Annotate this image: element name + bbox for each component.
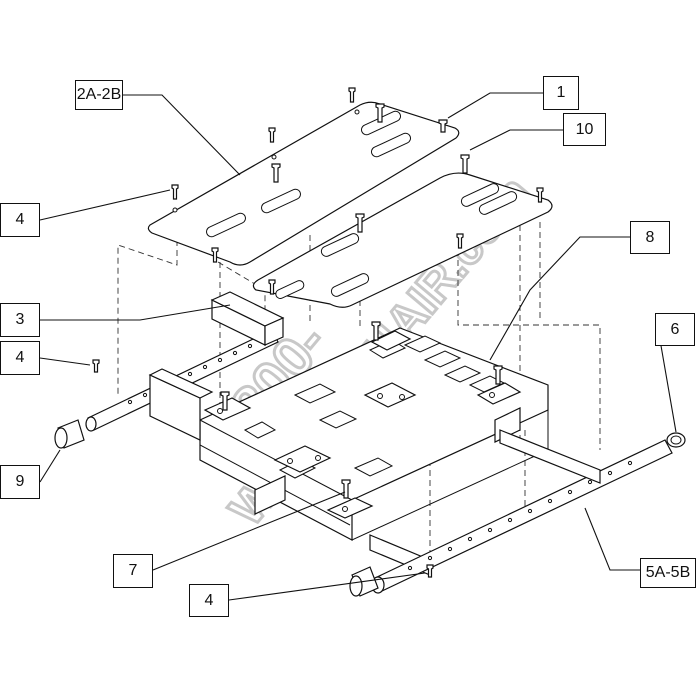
screw-icon xyxy=(171,184,179,200)
callout-3: 3 xyxy=(0,303,40,337)
callout-7: 7 xyxy=(113,554,153,588)
callout-5a-5b: 5A-5B xyxy=(640,558,696,588)
screw-icon xyxy=(371,321,381,341)
leader-3 xyxy=(40,304,231,321)
leader-9 xyxy=(39,449,61,483)
callout-1: 1 xyxy=(543,76,579,110)
screw-icon xyxy=(348,87,356,103)
screw-icon xyxy=(92,359,100,373)
callout-label: 3 xyxy=(15,311,25,328)
screw-icon xyxy=(493,365,503,385)
callout-label: 1 xyxy=(556,84,566,101)
screw-icon xyxy=(375,103,385,123)
leader-8 xyxy=(489,236,630,361)
screw-icon xyxy=(268,279,276,295)
callout-8: 8 xyxy=(630,221,670,254)
callout-10: 10 xyxy=(563,113,606,146)
leader-2a2b xyxy=(122,94,241,176)
callout-label: 2A-2B xyxy=(76,86,122,103)
leader-4a xyxy=(39,189,171,221)
end-cap-right xyxy=(666,432,686,448)
leader-5a5b xyxy=(584,507,640,571)
seat-plate-upper xyxy=(147,101,460,266)
callout-9: 9 xyxy=(0,465,40,499)
leader-1 xyxy=(447,92,543,119)
seat-frame-base xyxy=(199,327,549,541)
screw-icon xyxy=(271,163,281,183)
screw-icon xyxy=(438,119,448,133)
screws xyxy=(92,87,544,578)
front-tube-lower xyxy=(369,429,673,594)
screw-icon xyxy=(268,127,276,143)
callout-label: 9 xyxy=(15,473,25,490)
screw-icon xyxy=(460,154,470,174)
callout-label: 4 xyxy=(15,211,25,228)
seat-plate-lower xyxy=(252,172,553,308)
leader-4b xyxy=(39,357,91,366)
callout-label: 4 xyxy=(15,349,25,366)
screw-icon xyxy=(426,564,434,578)
callout-label: 7 xyxy=(128,562,138,579)
callout-4-bottom: 4 xyxy=(189,584,229,617)
screw-icon xyxy=(456,233,464,249)
leader-4c xyxy=(228,572,426,601)
square-tube-bracket xyxy=(148,291,285,441)
leader-10 xyxy=(469,129,563,151)
screw-icon xyxy=(355,213,365,233)
callout-label: 8 xyxy=(645,228,655,246)
screw-icon xyxy=(211,247,219,263)
callout-2a-2b: 2A-2B xyxy=(75,80,123,110)
callout-label: 10 xyxy=(575,120,594,138)
screw-icon xyxy=(341,479,351,499)
callout-label: 6 xyxy=(670,320,680,338)
callout-4-top: 4 xyxy=(0,203,40,237)
callout-6: 6 xyxy=(655,313,695,346)
end-cap-left xyxy=(54,419,85,449)
screw-icon xyxy=(220,391,230,411)
leader-7 xyxy=(152,491,346,571)
callout-label: 5A-5B xyxy=(645,564,691,581)
screw-icon xyxy=(536,187,544,203)
callout-label: 4 xyxy=(204,591,214,609)
callout-4-left: 4 xyxy=(0,341,40,375)
